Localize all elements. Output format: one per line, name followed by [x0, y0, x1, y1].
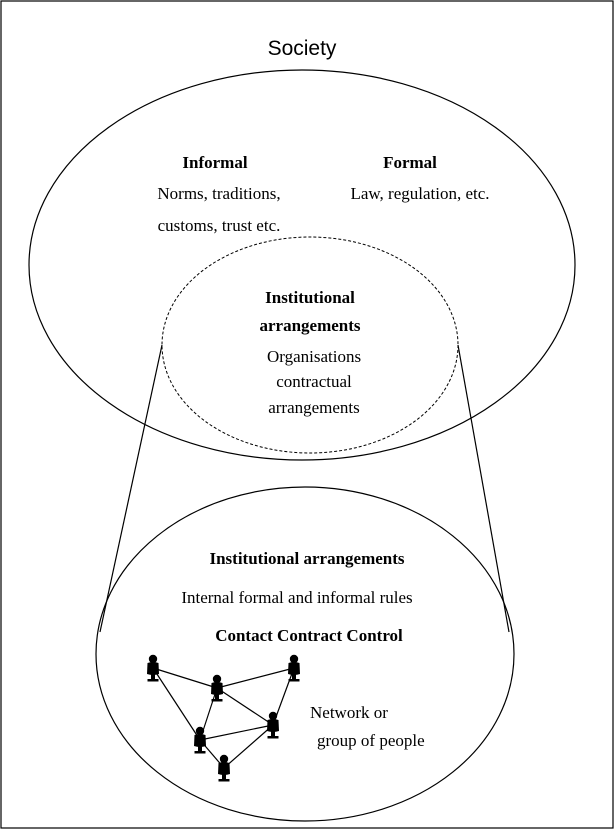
formal-line-1: Law, regulation, etc. [350, 184, 489, 203]
detail-rules: Internal formal and informal rules [181, 588, 412, 607]
network-link [199, 724, 274, 741]
institutional-line-1: Organisations [267, 347, 361, 366]
institutional-line-3: arrangements [268, 398, 360, 417]
society-title: Society [268, 37, 337, 60]
network-link [223, 724, 274, 769]
informal-heading: Informal [182, 153, 247, 172]
detail-heading: Institutional arrangements [209, 549, 404, 568]
detail-ellipse [95, 486, 515, 822]
formal-heading: Formal [383, 153, 437, 172]
network-label-line-2: group of people [317, 731, 425, 750]
informal-line-1: Norms, traditions, [157, 184, 280, 203]
informal-line-2: customs, trust etc. [158, 216, 281, 235]
society-ellipse [28, 69, 576, 461]
institutional-heading-line-2: arrangements [259, 316, 360, 335]
institutional-line-2: contractual [276, 372, 352, 391]
network-link [152, 667, 201, 741]
network-link [216, 687, 274, 726]
zoom-line-left [99, 344, 163, 633]
network-label-line-1: Network or [310, 703, 388, 722]
network-link [152, 667, 218, 689]
zoom-line-right [457, 344, 510, 633]
network-link [216, 667, 295, 689]
detail-controls: Contact Contract Control [215, 626, 403, 645]
institutional-heading-line-1: Institutional [265, 288, 355, 307]
